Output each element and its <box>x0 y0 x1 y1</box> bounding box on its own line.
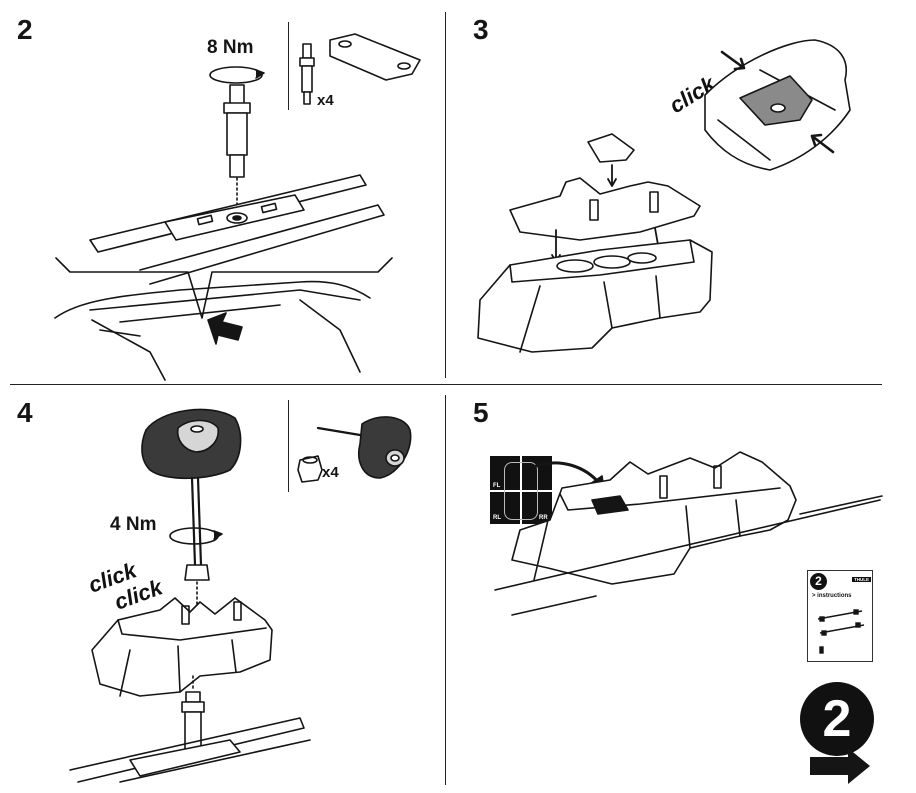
inset-divider-step2 <box>288 22 289 110</box>
step-3-number: 3 <box>473 14 489 45</box>
vertical-divider-top <box>445 12 446 378</box>
step-4-number: 4 <box>17 397 33 428</box>
map-label-rr: RR <box>539 515 548 521</box>
booklet-title: > instructions <box>812 593 852 599</box>
horizontal-divider <box>10 384 882 385</box>
step-2-torque-label: 8 Nm <box>207 37 254 58</box>
booklet-roof-bar-icon <box>817 609 865 654</box>
step-5-number: 5 <box>473 397 489 428</box>
next-step-circle: 2 <box>800 682 874 756</box>
step-4-torque-label: 4 Nm <box>110 514 157 535</box>
vertical-divider-bottom <box>445 395 446 785</box>
booklet-brand: THULE <box>852 577 871 582</box>
booklet-step-number: 2 <box>810 573 827 590</box>
instruction-booklet: 2 THULE > instructions <box>807 570 873 662</box>
step-2-quantity-label: x4 <box>317 92 334 109</box>
map-label-rl: RL <box>493 515 501 521</box>
position-map: FL RL RR <box>490 456 552 524</box>
map-label-fl: FL <box>493 483 501 489</box>
step-4-quantity-label: x4 <box>322 464 339 481</box>
inset-divider-step4 <box>288 400 289 492</box>
step-2-number: 2 <box>17 14 33 45</box>
